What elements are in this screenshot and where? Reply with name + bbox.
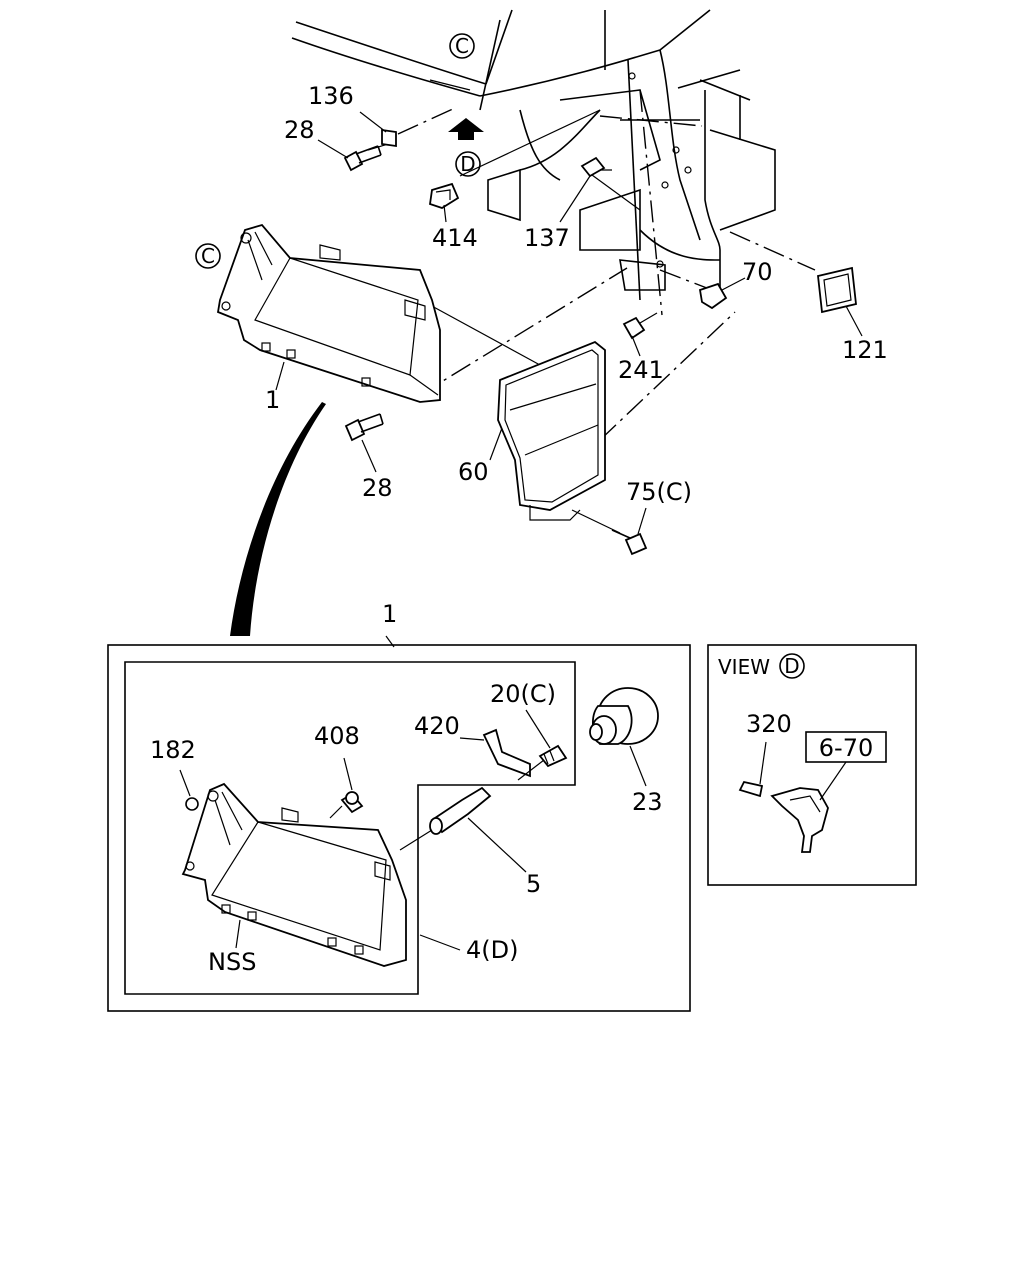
inset-lamp-housing (181, 782, 407, 967)
label-70: 70 (742, 258, 773, 286)
label-28-mid: 28 (362, 474, 393, 502)
label-20c: 20(C) (490, 680, 556, 708)
inset-box-part-1 (107, 635, 691, 1012)
clip-70 (698, 282, 728, 310)
lens-60 (497, 340, 606, 521)
svg-text:D: D (784, 654, 799, 678)
label-408: 408 (314, 722, 360, 750)
grommet-182 (185, 797, 199, 811)
clip-137 (580, 156, 606, 178)
bracket-420 (482, 728, 531, 778)
svg-text:C: C (201, 244, 215, 268)
label-241: 241 (618, 356, 664, 384)
svg-text:D: D (460, 152, 475, 176)
label-320: 320 (746, 710, 792, 738)
lamp-housing-1 (216, 223, 441, 403)
bulb-5 (429, 786, 492, 835)
socket-23 (589, 687, 659, 745)
part-labels: 136 28 414 137 70 121 241 1 28 60 75(C) … (150, 82, 888, 976)
inset-leaders (179, 709, 647, 951)
svg-text:6-70: 6-70 (819, 734, 873, 762)
bolt-75c (611, 529, 648, 556)
label-1-top: 1 (265, 386, 280, 414)
callout-c-left: C (195, 243, 221, 269)
label-nss: NSS (208, 948, 256, 976)
label-5: 5 (526, 870, 541, 898)
svg-text:C: C (455, 34, 469, 58)
label-137: 137 (524, 224, 570, 252)
label-4d: 4(D) (466, 936, 518, 964)
nut-136 (381, 128, 397, 148)
label-420: 420 (414, 712, 460, 740)
view-d-panel: VIEW D 6-70 (707, 644, 917, 886)
bolt-28-top (343, 145, 382, 172)
clip-241 (622, 316, 646, 340)
callout-d-top: D (455, 151, 481, 177)
bolt-28-mid (344, 413, 384, 442)
label-23: 23 (632, 788, 663, 816)
screw-20c (538, 744, 568, 768)
label-75c: 75(C) (626, 478, 692, 506)
label-leaders-top (275, 111, 863, 535)
svg-text:VIEW: VIEW (718, 655, 770, 679)
detail-arrow (230, 402, 326, 636)
grommet-121 (817, 266, 857, 314)
clip-414 (429, 182, 460, 209)
plug-408 (340, 791, 364, 814)
label-414: 414 (432, 224, 478, 252)
callout-c-top: C (449, 33, 475, 59)
leader-lines-dashed (397, 89, 816, 441)
label-1-inset: 1 (382, 600, 397, 628)
label-121: 121 (842, 336, 888, 364)
label-182: 182 (150, 736, 196, 764)
label-60: 60 (458, 458, 489, 486)
label-28-top: 28 (284, 116, 315, 144)
label-136: 136 (308, 82, 354, 110)
vehicle-body-structure (291, 9, 776, 301)
